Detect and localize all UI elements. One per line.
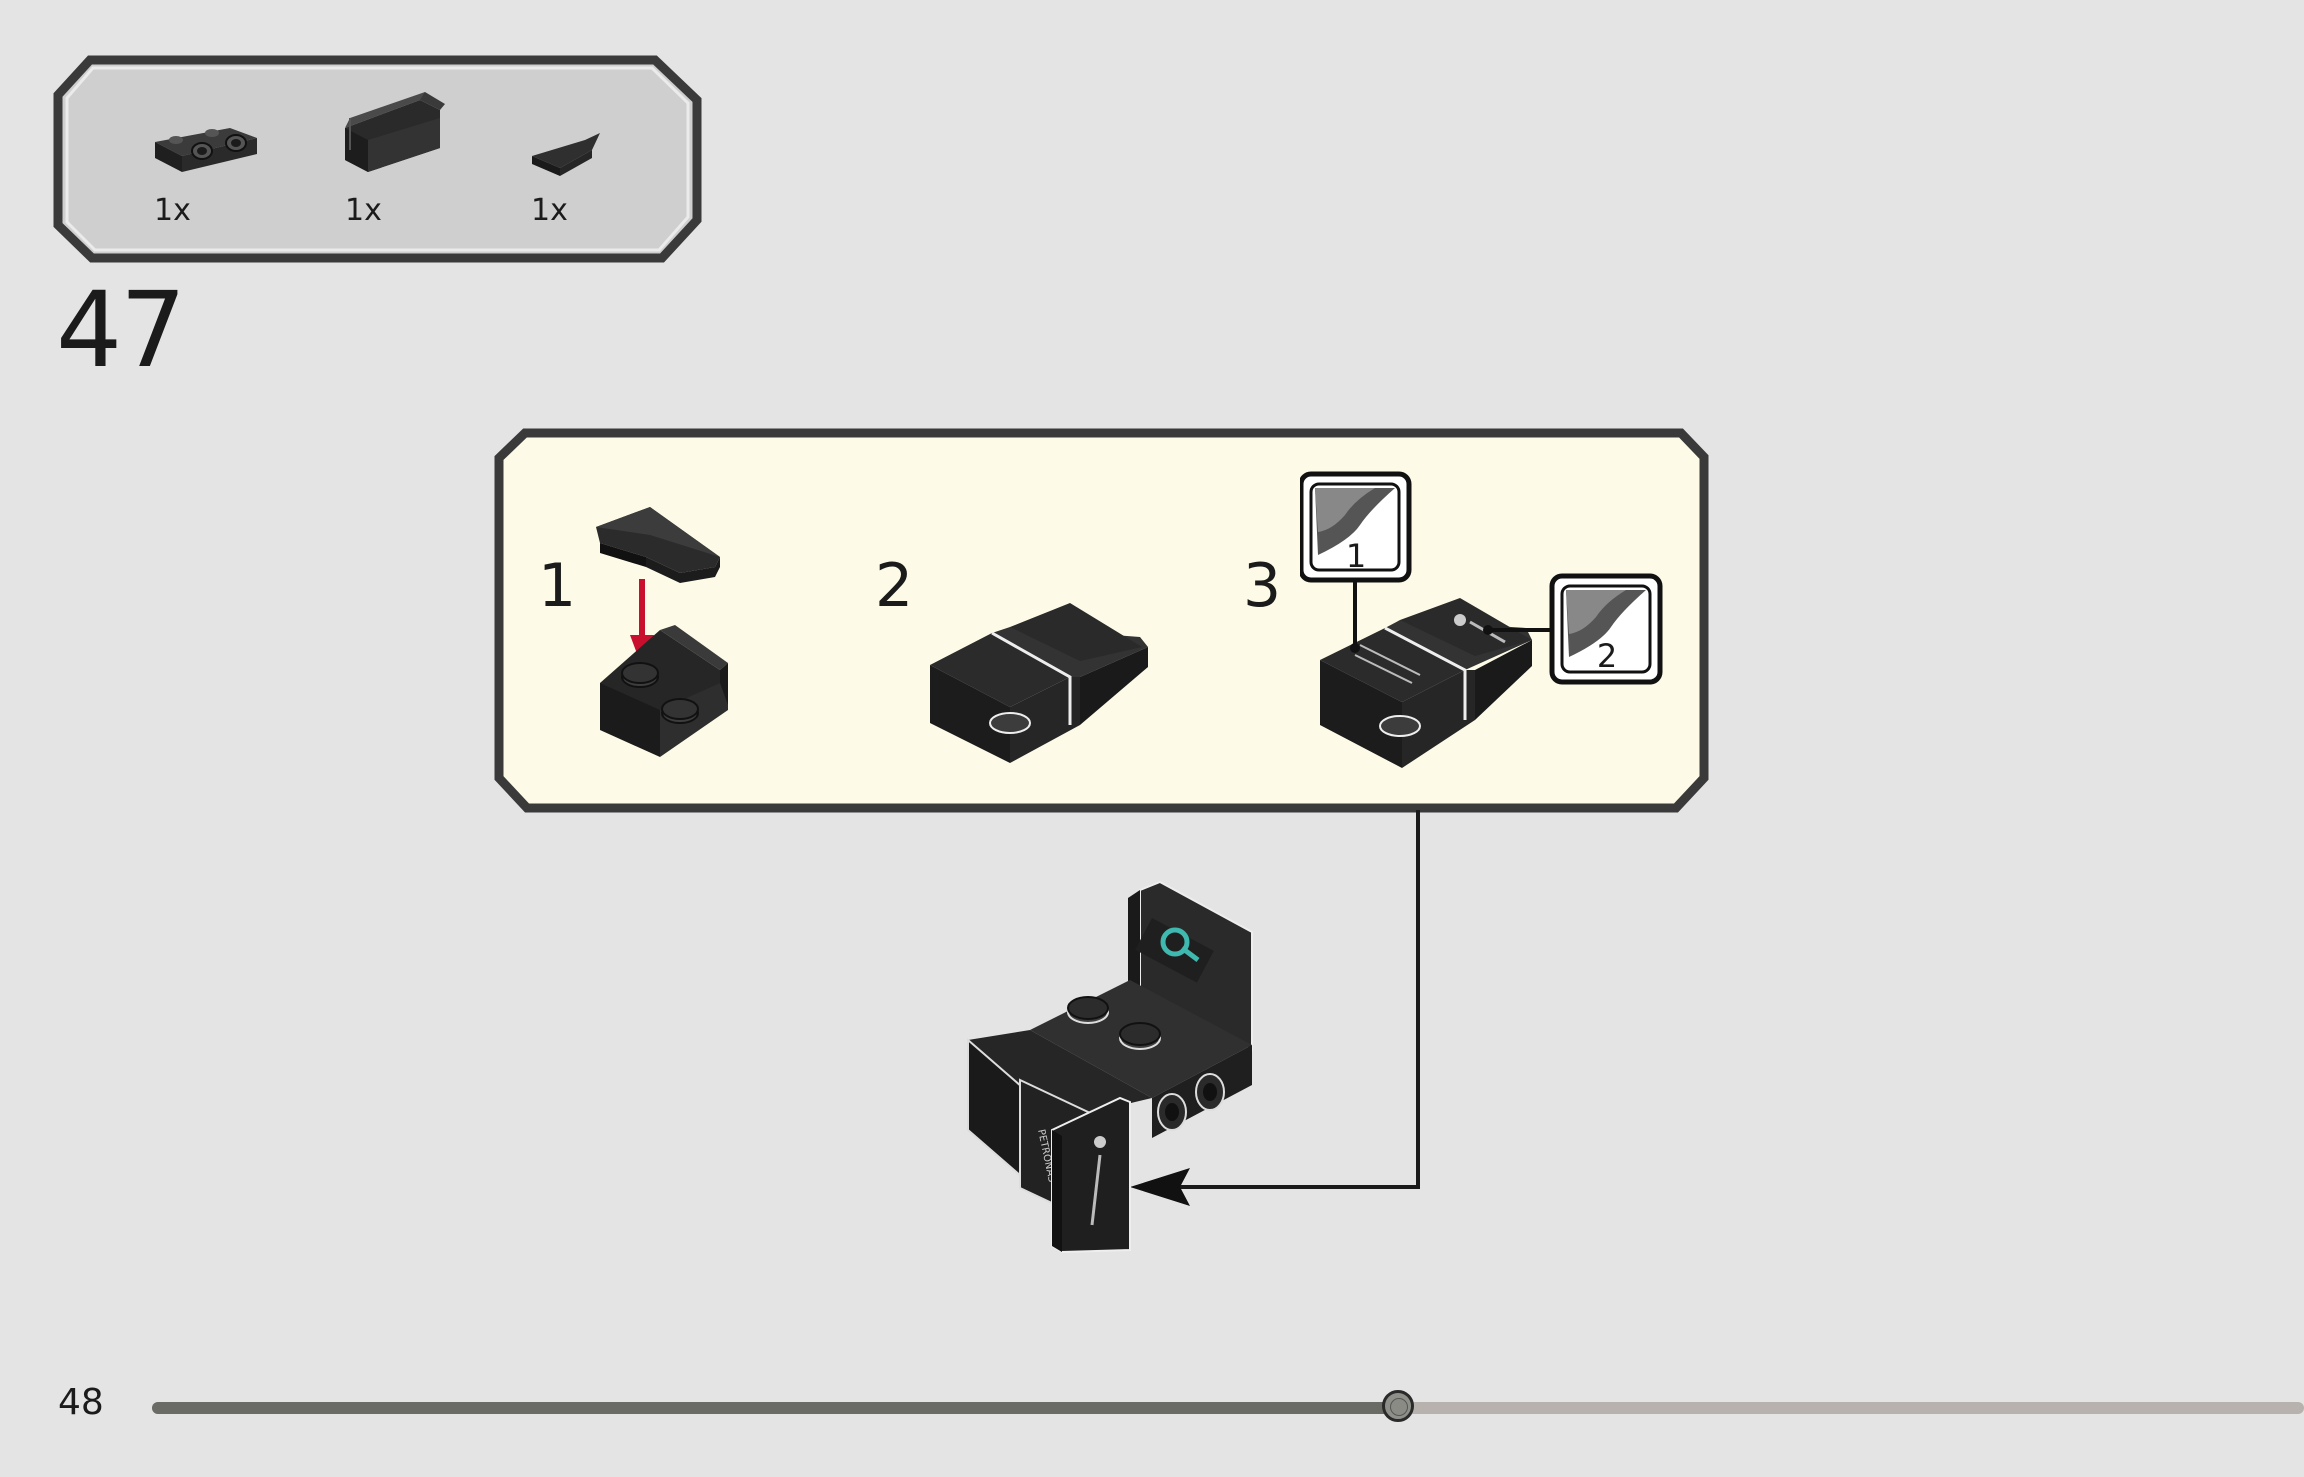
sticker-number: 1	[1345, 537, 1367, 575]
substep-number: 2	[875, 551, 914, 621]
progress-indicator	[1382, 1390, 1415, 1422]
bracket-plate-icon	[155, 128, 257, 172]
part-qty-label: 1x	[345, 193, 382, 228]
wedge-plate-icon	[532, 133, 600, 176]
panel-icon	[345, 92, 445, 172]
substep-number: 3	[1243, 551, 1282, 621]
sticker-number: 2	[1596, 637, 1618, 675]
substep-number: 1	[538, 551, 577, 621]
main-model-illustration: PETRONAS	[967, 880, 1253, 1254]
parts-list-panel	[53, 55, 702, 263]
substep-3-illustration	[1300, 471, 1663, 768]
step-number: 47	[56, 269, 186, 391]
part-qty-label: 1x	[531, 193, 568, 228]
progress-bar	[152, 1390, 2304, 1422]
substep-2-illustration	[930, 603, 1148, 763]
substep-1-illustration	[596, 507, 728, 757]
progress-bar-fill	[152, 1402, 1401, 1414]
page-number: 48	[58, 1382, 104, 1423]
part-qty-label: 1x	[154, 193, 191, 228]
